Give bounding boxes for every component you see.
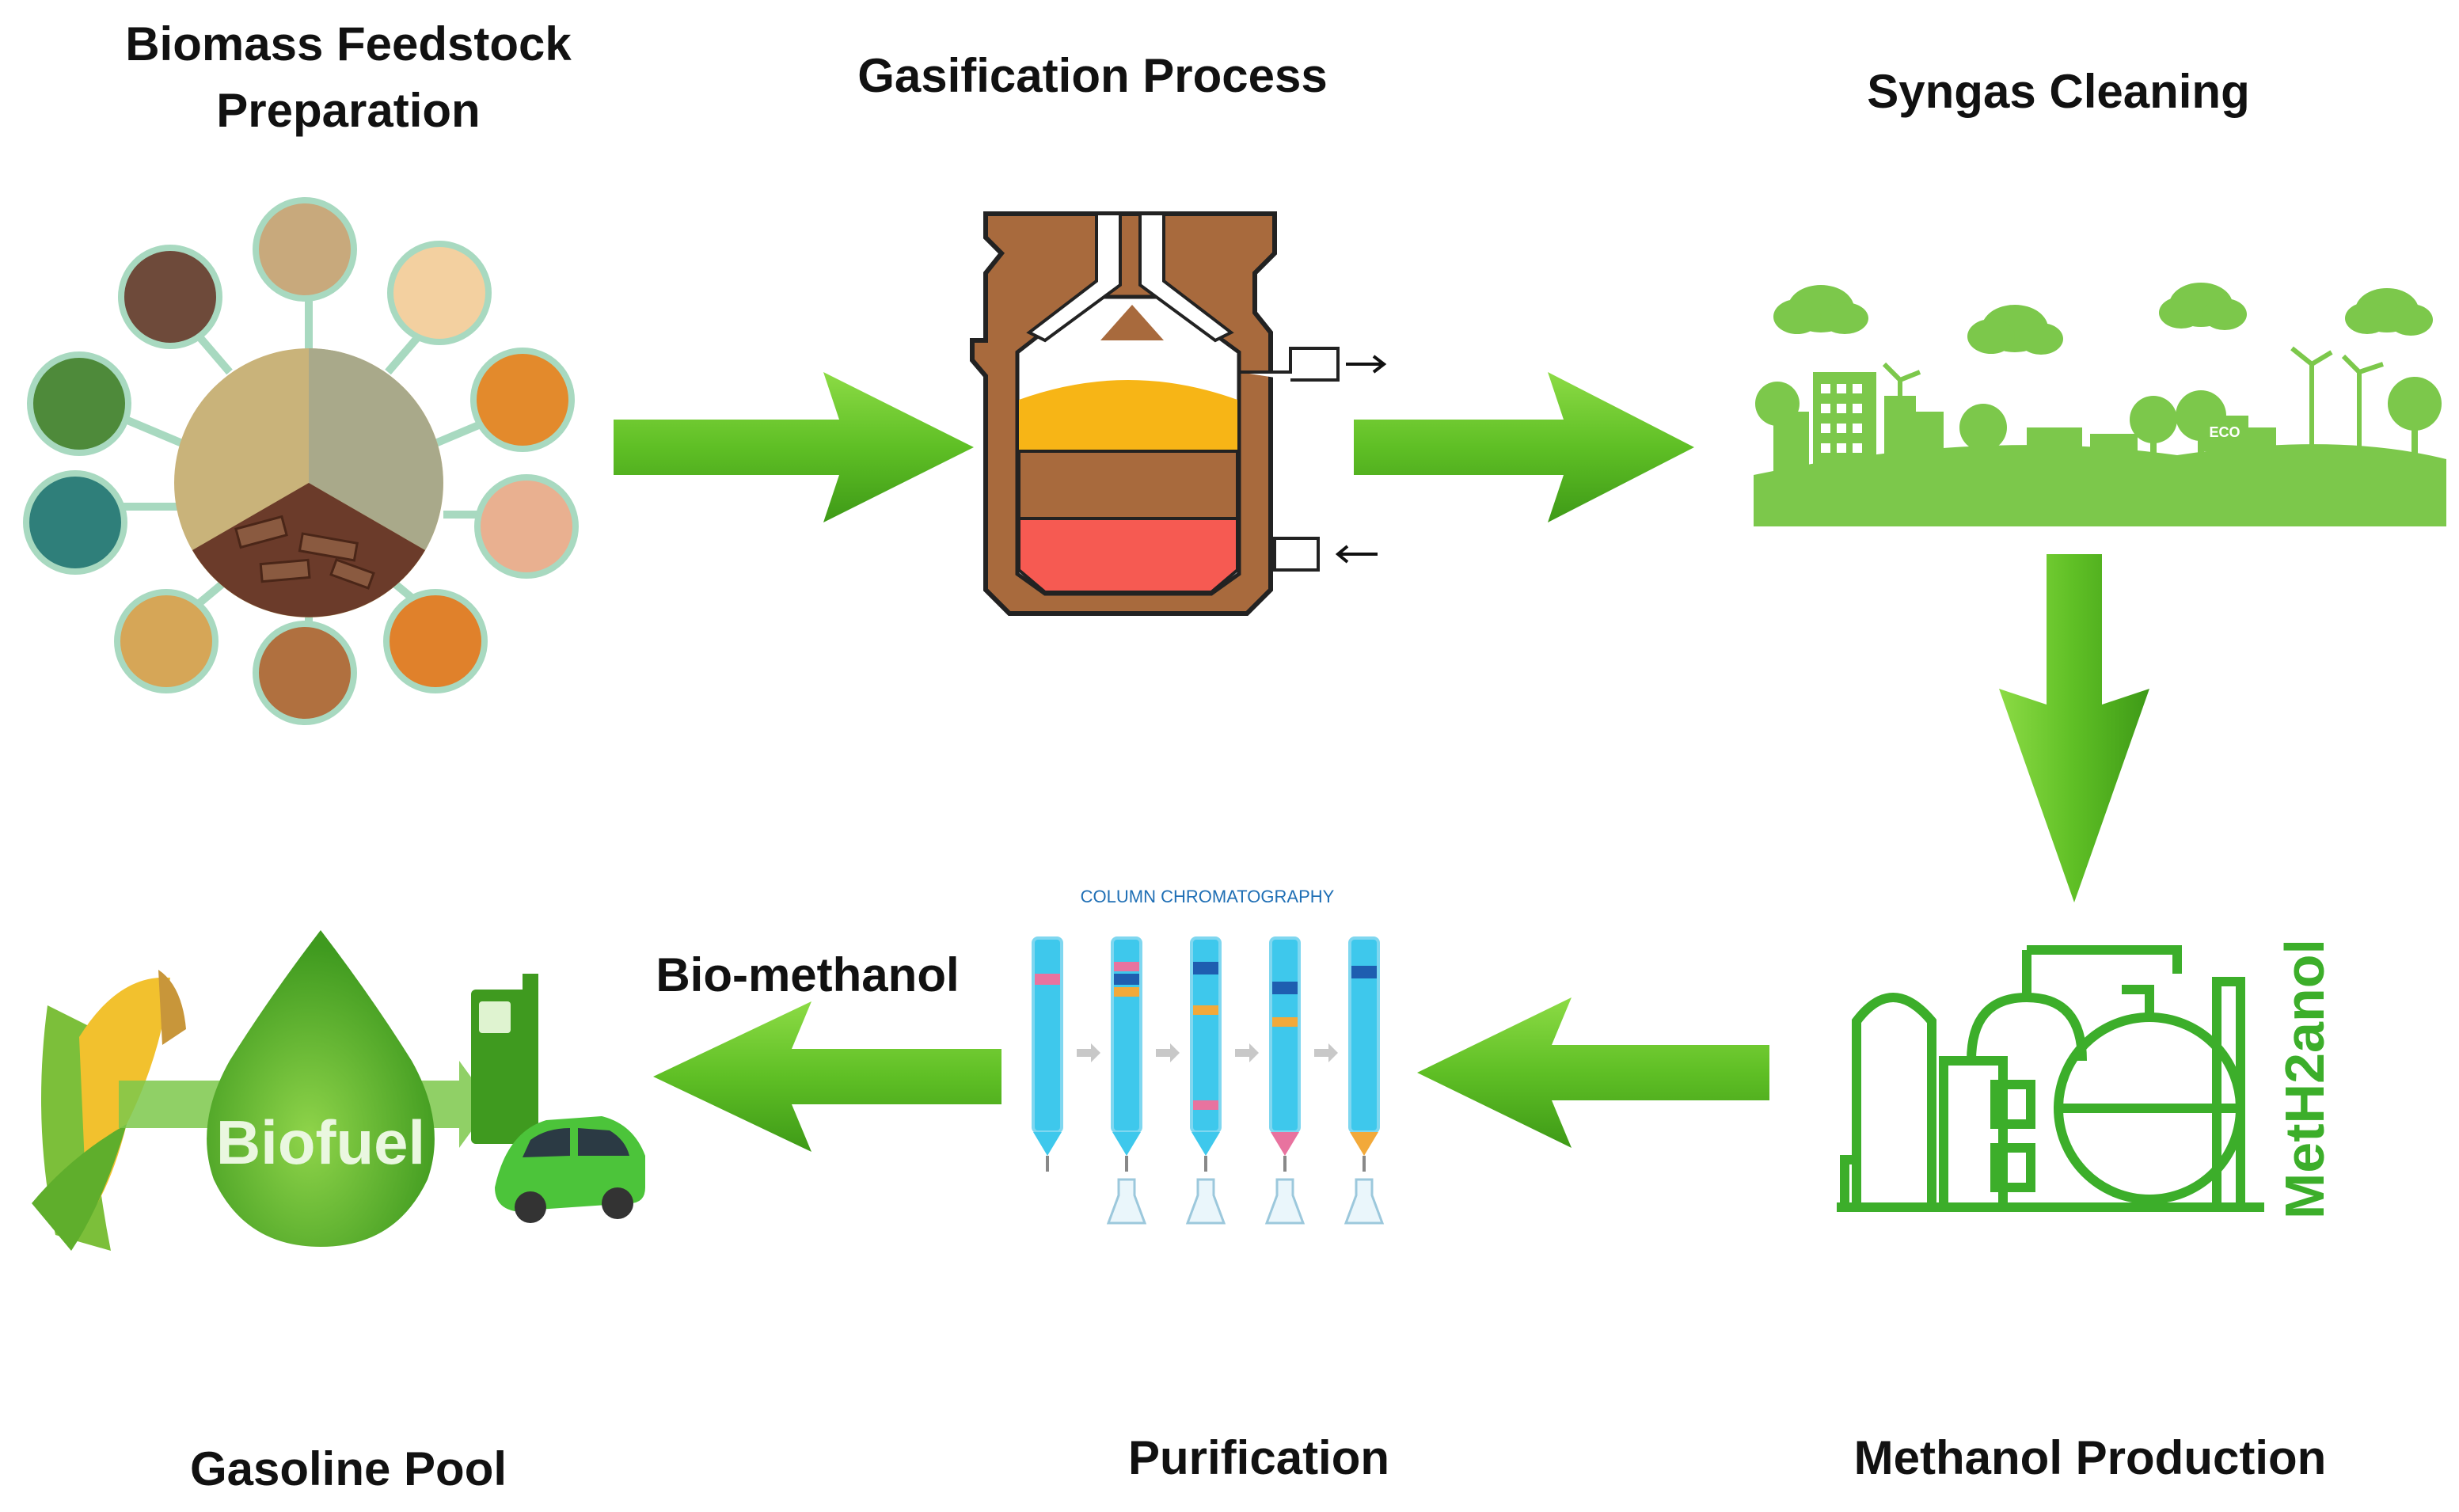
- biofuel-illustration: [32, 930, 645, 1251]
- stage-label-purification: Purification: [1127, 1431, 1390, 1484]
- eco-truck-label: ECO: [2209, 424, 2240, 440]
- chromatography-columns: [1032, 936, 1385, 1225]
- stage-label-methanol: Methanol Production: [1853, 1431, 2327, 1484]
- flow-arrow-purification-to-gasoline: [653, 1001, 1001, 1152]
- flow-arrow-gasification-to-cleaning: [1354, 372, 1694, 522]
- flow-arrow-feedstock-to-gasification: [614, 372, 974, 522]
- methanol-brand-mark: MetH2anol: [2274, 939, 2335, 1219]
- chromatography-title: COLUMN CHROMATOGRAPHY: [1081, 887, 1335, 906]
- stage-label-feedstock: Biomass Feedstock Preparation: [125, 17, 572, 137]
- gasifier-reactor-diagram: [970, 211, 1387, 616]
- flow-arrow-cleaning-to-methanol: [1999, 554, 2149, 902]
- methanol-plant-icon: [1837, 945, 2264, 1212]
- biofuel-label: Biofuel: [216, 1107, 425, 1177]
- biomass-feedstock-illustration: [23, 197, 579, 725]
- product-label-biomethanol: Bio-methanol: [656, 948, 960, 1001]
- green-city-illustration: [1754, 283, 2446, 526]
- flow-arrow-methanol-to-purification: [1417, 997, 1769, 1148]
- stage-label-cleaning: Syngas Cleaning: [1867, 65, 2250, 118]
- stage-label-gasification: Gasification Process: [857, 49, 1328, 102]
- stage-label-gasoline: Gasoline Pool: [189, 1442, 507, 1495]
